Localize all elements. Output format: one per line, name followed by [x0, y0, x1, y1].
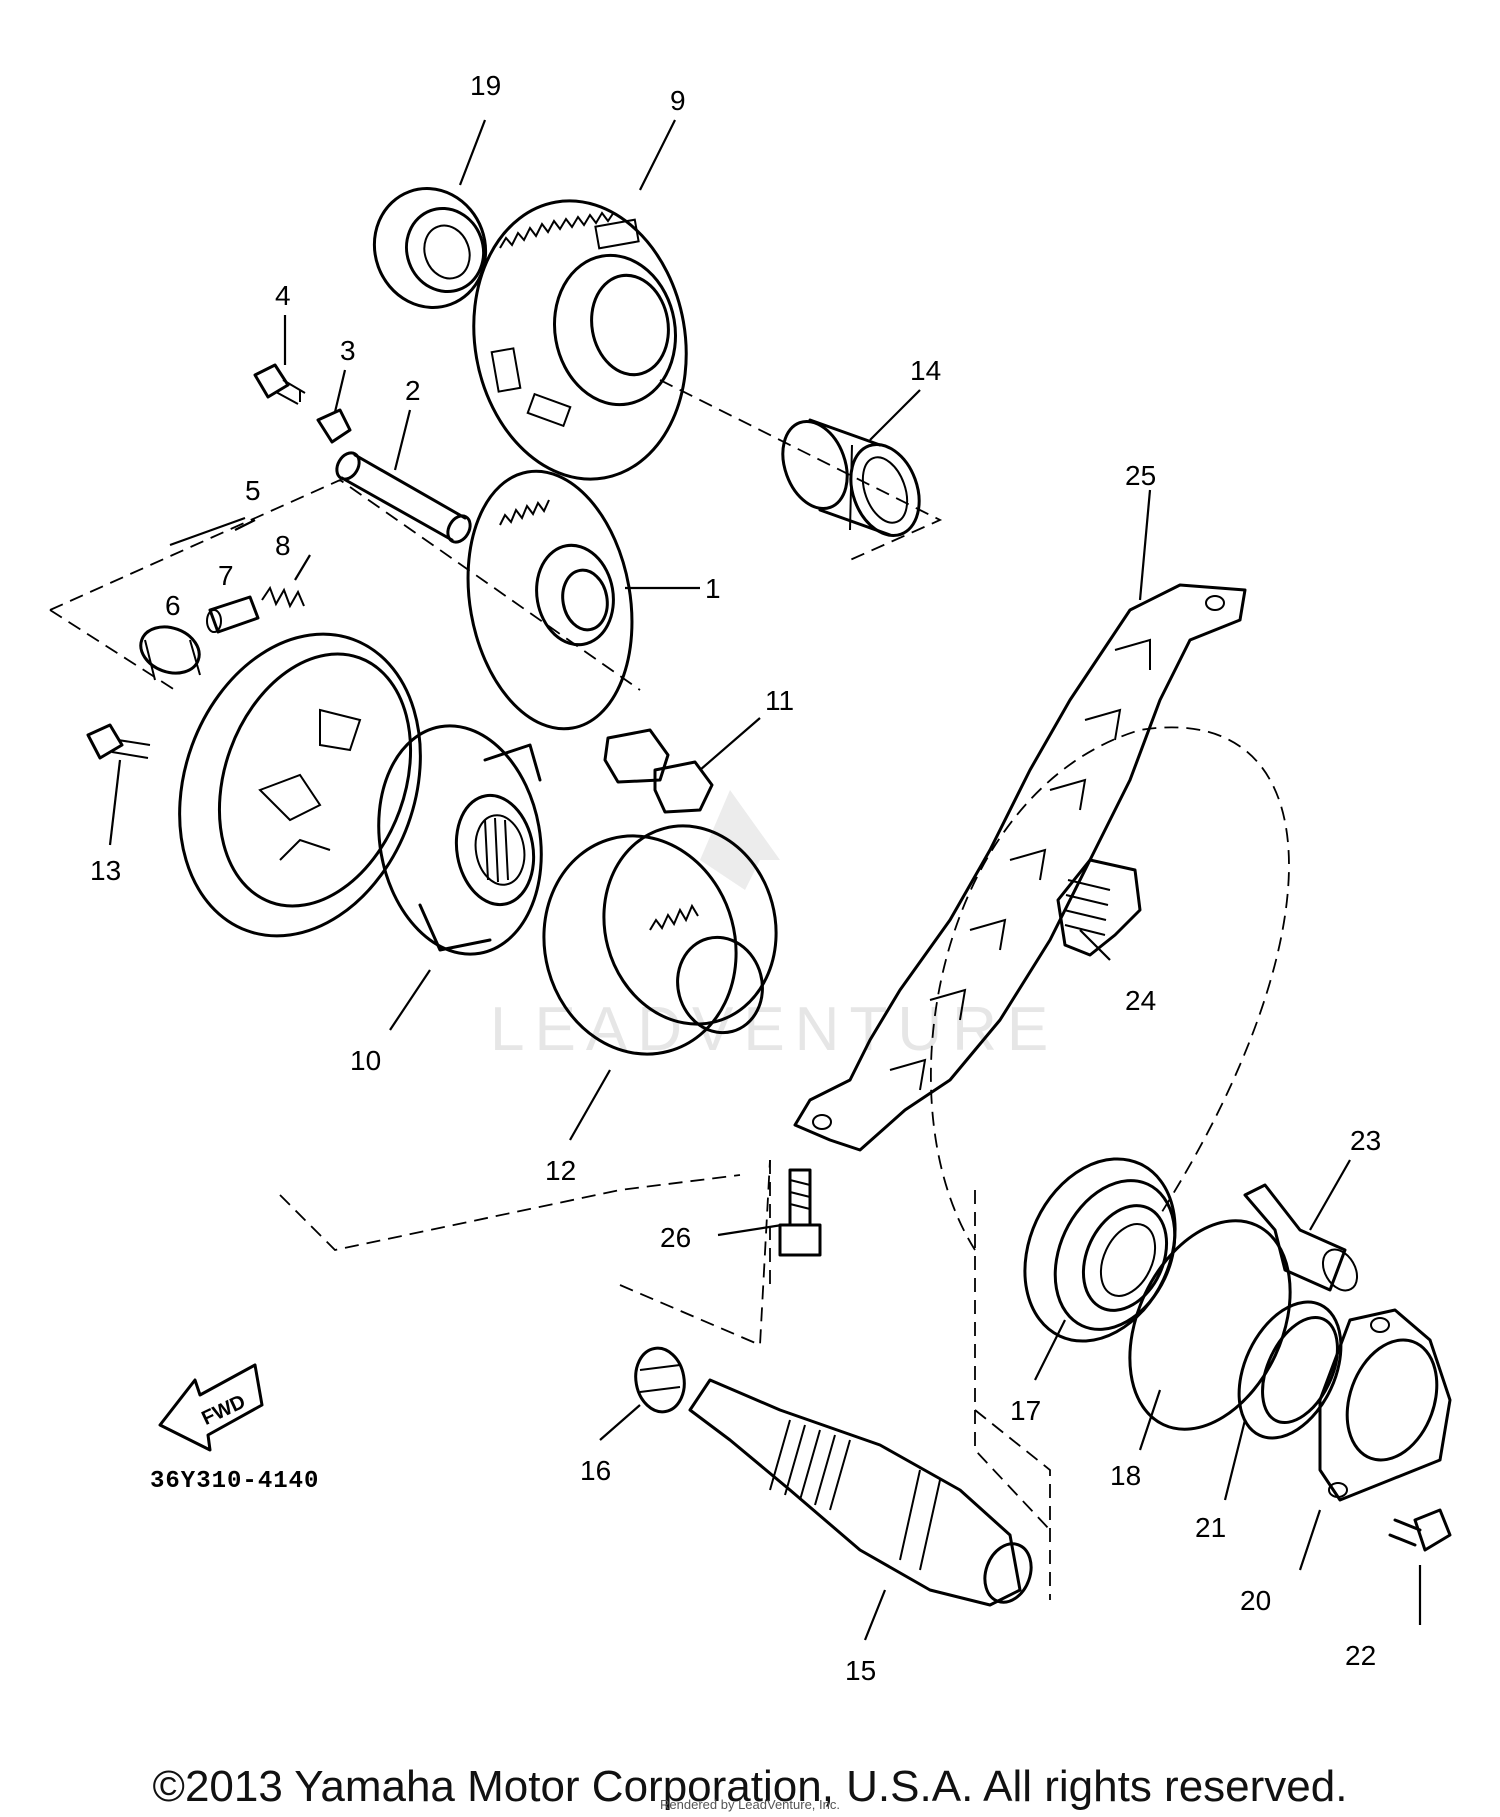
part-23-pin — [1243, 1183, 1359, 1292]
callout-1: 1 — [705, 573, 721, 604]
callout-11: 11 — [765, 685, 794, 716]
part-18-o-ring — [1128, 1219, 1292, 1431]
part-22-bolt — [1388, 1508, 1452, 1552]
callout-23: 23 — [1350, 1125, 1381, 1156]
forward-arrow: FWD — [158, 1363, 264, 1452]
part-1-idler-gear — [466, 469, 634, 731]
part-8-spring — [261, 585, 305, 609]
callout-4: 4 — [275, 280, 291, 311]
callout-3: 3 — [340, 335, 356, 366]
watermark: LEADVENTURE — [490, 790, 1048, 1064]
part-6-roller — [139, 625, 201, 681]
callout-5: 5 — [245, 475, 261, 506]
part-3-plate — [316, 408, 352, 444]
callout-8: 8 — [275, 530, 291, 561]
part-2-shaft — [335, 451, 472, 544]
leader-lines — [108, 119, 1422, 1641]
callout-25: 25 — [1125, 460, 1156, 491]
callout-19: 19 — [470, 70, 501, 101]
callout-22: 22 — [1345, 1640, 1376, 1671]
callout-24: 24 — [1125, 985, 1156, 1016]
part-4-bolt — [253, 363, 306, 405]
part-21-oil-seal — [1237, 1300, 1343, 1440]
part-20-retainer — [1318, 1308, 1452, 1502]
assembly-guide-lines — [49, 379, 1290, 1600]
callout-7: 7 — [218, 560, 234, 591]
part-7-plunger — [206, 595, 260, 634]
part-12-wheel-gear — [542, 824, 778, 1056]
callout-17: 17 — [1010, 1395, 1041, 1426]
part-5-clutch-housing — [178, 632, 422, 938]
callout-14: 14 — [910, 355, 941, 386]
callout-2: 2 — [405, 375, 421, 406]
part-24-tensioner — [1056, 858, 1142, 957]
part-code: 36Y310-4140 — [150, 1468, 319, 1495]
callout-21: 21 — [1195, 1512, 1226, 1543]
copyright-footer: ©2013 Yamaha Motor Corporation, U.S.A. A… — [152, 1762, 1348, 1811]
callout-12: 12 — [545, 1155, 576, 1186]
part-16-bushing — [634, 1346, 686, 1414]
part-17-bearing — [1023, 1157, 1177, 1343]
callout-20: 20 — [1240, 1585, 1271, 1616]
part-9-starter-gear — [472, 199, 688, 481]
render-credit: Rendered by LeadVenture, Inc. — [660, 1797, 840, 1812]
forward-label: FWD — [198, 1391, 249, 1430]
part-13-bolt — [86, 723, 151, 760]
part-25-chain-guide — [793, 583, 1247, 1152]
part-11-roller — [603, 728, 714, 814]
part-26-bolt — [778, 1168, 822, 1257]
callout-10: 10 — [350, 1045, 381, 1076]
callout-26: 26 — [660, 1222, 691, 1253]
part-10-clutch-boss — [377, 724, 543, 956]
part-14-bushing — [781, 418, 921, 538]
part-15-shaft — [688, 1378, 1033, 1607]
part-19-bearing — [372, 187, 488, 309]
callout-6: 6 — [165, 590, 181, 621]
callout-13: 13 — [90, 855, 121, 886]
callout-15: 15 — [845, 1655, 876, 1686]
callout-18: 18 — [1110, 1460, 1141, 1491]
callout-16: 16 — [580, 1455, 611, 1486]
callout-9: 9 — [670, 85, 686, 116]
callout-numbers: 19 9 4 3 2 14 25 1 5 8 7 6 13 11 10 12 2… — [90, 70, 1381, 1686]
